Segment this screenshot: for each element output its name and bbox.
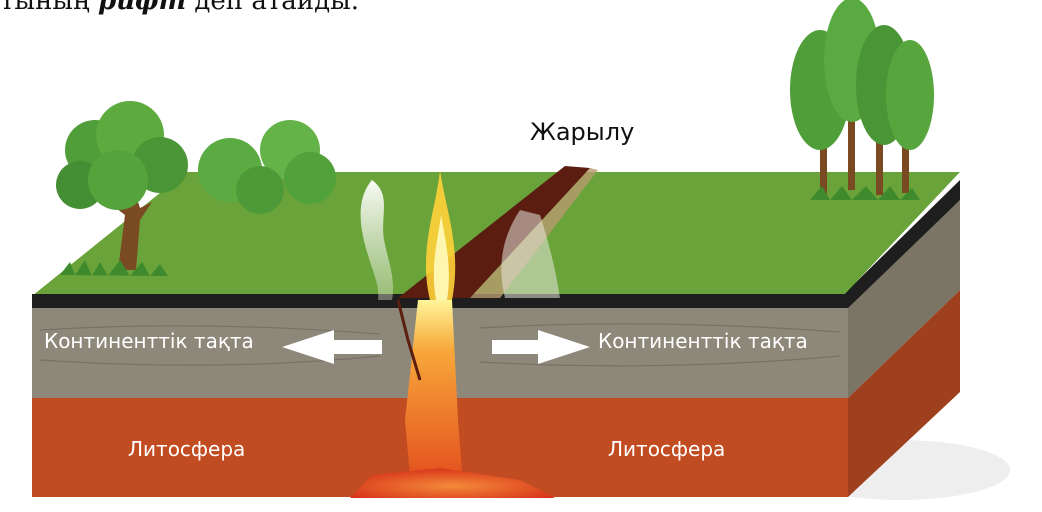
magma-pool [350,468,555,498]
tree-left [56,101,188,276]
header-tail: деп атайды. [186,0,360,16]
label-litho-left: Литосфера [128,437,245,461]
bush-left [198,120,336,214]
header-plain: тының [0,0,99,16]
magma-column [405,300,464,498]
steam-plume [360,180,394,300]
header-emphasis: рифт [98,0,187,16]
fault-line [396,299,422,381]
label-plate-right: Континенттік тақта [598,329,808,353]
label-crack: Жарылу [530,118,634,146]
lithosphere-side-face [848,290,960,497]
steam-plume-right [501,210,560,298]
black-edge-side [843,180,960,308]
lava-flame-core [433,215,449,300]
label-litho-right: Литосфера [608,437,725,461]
label-plate-left: Континенттік тақта [44,329,254,353]
crust-side-face [848,200,960,398]
arrow-right-icon [492,330,590,364]
header-text-fragment: тының рифт деп атайды. [0,0,359,16]
arrow-left-icon [282,330,382,364]
trees-right [790,0,934,200]
